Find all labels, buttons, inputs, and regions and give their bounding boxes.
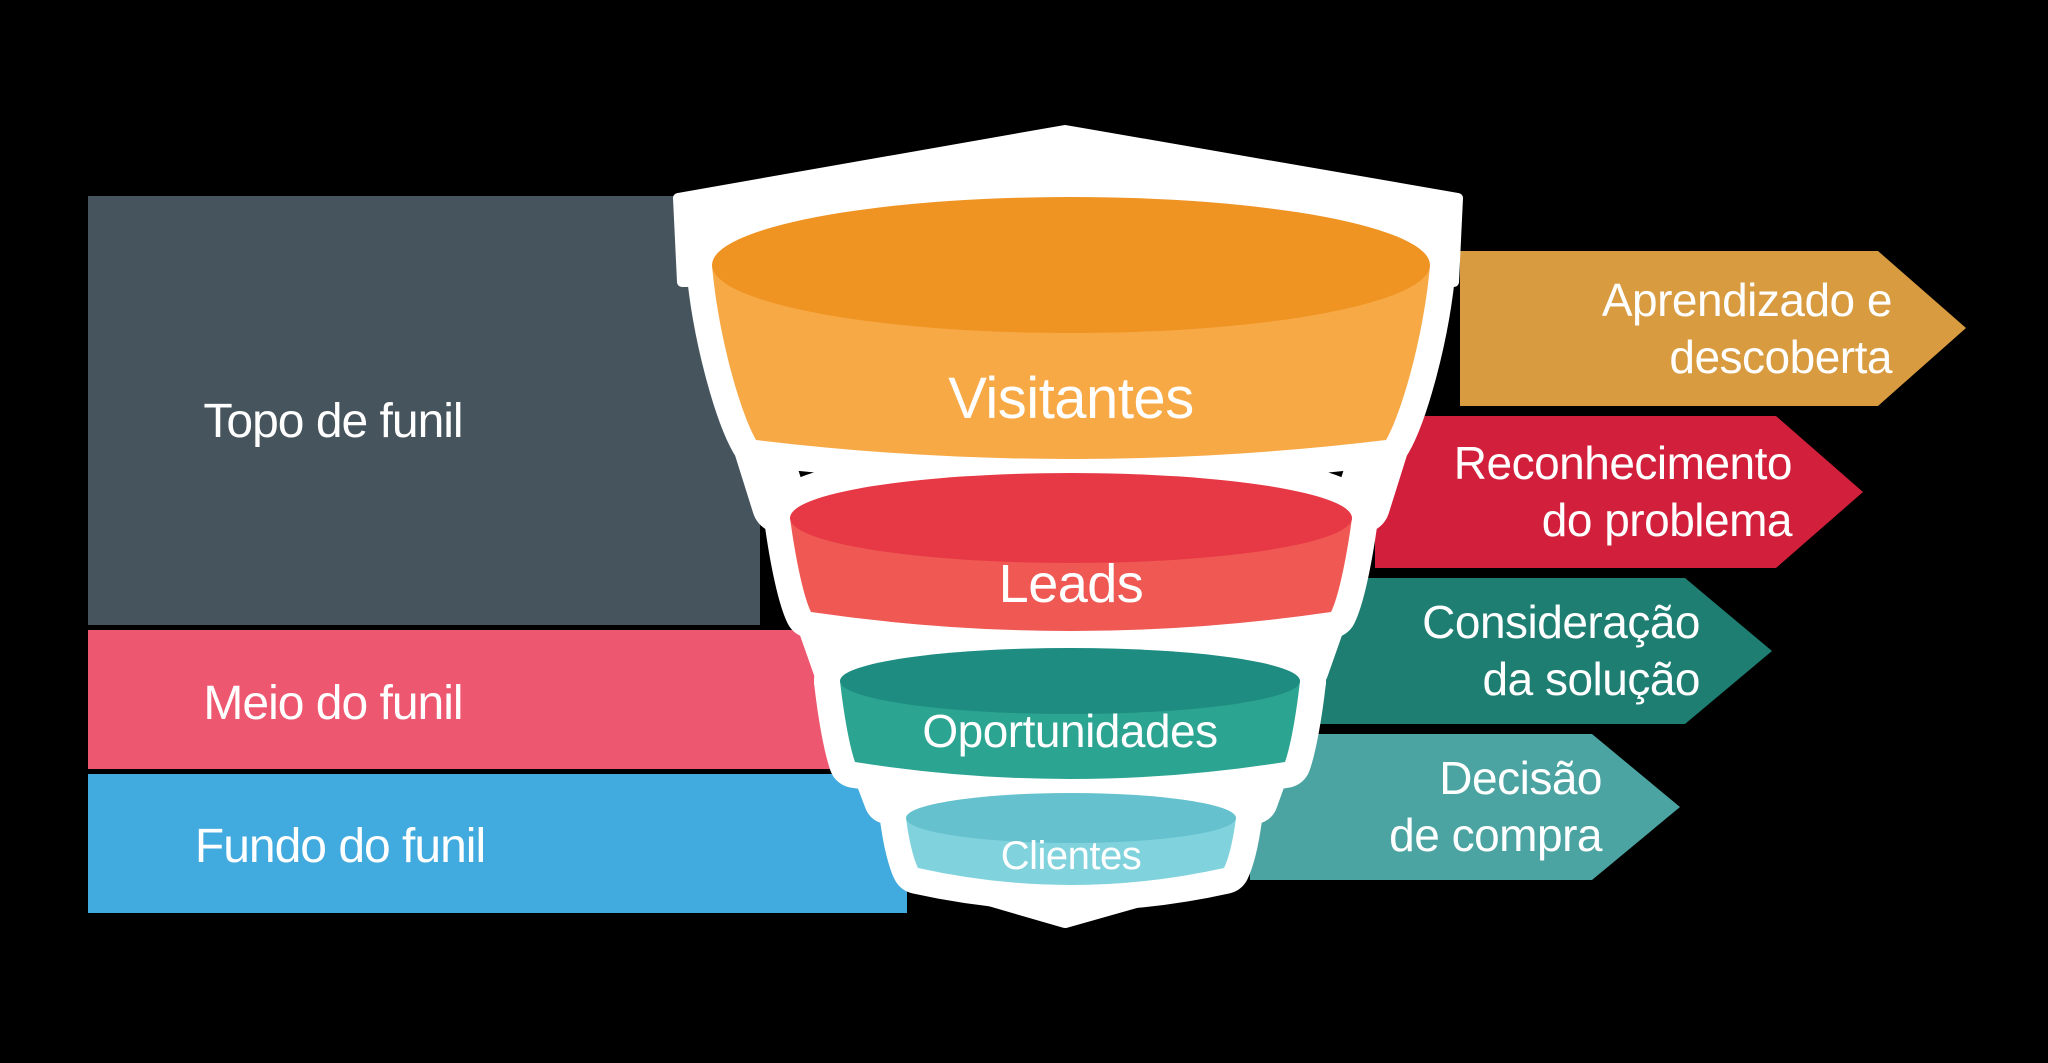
left-band-fundo bbox=[88, 774, 907, 913]
arrow-decisao-line2: de compra bbox=[1389, 809, 1603, 861]
funnel-stage-clientes-top bbox=[906, 793, 1236, 843]
arrow-consideracao-line1: Consideração bbox=[1422, 596, 1700, 648]
funnel-stages bbox=[712, 197, 1430, 885]
left-band-label-meio: Meio do funil bbox=[203, 677, 462, 730]
arrow-decisao bbox=[1250, 734, 1680, 880]
arrow-labels: Aprendizado e descoberta Reconhecimento … bbox=[1389, 274, 1893, 861]
left-band-meio bbox=[88, 630, 840, 769]
funnel-stage-leads-top bbox=[790, 473, 1352, 563]
arrow-reconhecimento-line2: do problema bbox=[1542, 494, 1793, 546]
arrow-consideracao-line2: da solução bbox=[1483, 653, 1701, 705]
arrow-aprendizado-line2: descoberta bbox=[1669, 331, 1893, 383]
left-band-label-topo: Topo de funil bbox=[203, 395, 462, 448]
funnel-stage-label-visitantes: Visitantes bbox=[948, 366, 1193, 431]
arrow-aprendizado-line1: Aprendizado e bbox=[1602, 274, 1892, 326]
funnel-stage-label-oportunidades: Oportunidades bbox=[922, 705, 1217, 757]
left-band-topo bbox=[88, 196, 760, 625]
arrow-decisao-line1: Decisão bbox=[1439, 752, 1602, 804]
funnel-stage-visitantes-top bbox=[712, 197, 1430, 333]
left-band-label-fundo: Fundo do funil bbox=[195, 820, 485, 873]
arrow-reconhecimento bbox=[1375, 416, 1863, 568]
arrow-reconhecimento-line1: Reconhecimento bbox=[1454, 437, 1792, 489]
arrow-consideracao bbox=[1290, 578, 1772, 724]
funnel-stage-oportunidades-top bbox=[840, 648, 1300, 714]
funnel-stage-label-clientes: Clientes bbox=[1001, 834, 1142, 878]
funnel-stage-label-leads: Leads bbox=[999, 554, 1144, 614]
arrow-aprendizado bbox=[1460, 251, 1966, 406]
